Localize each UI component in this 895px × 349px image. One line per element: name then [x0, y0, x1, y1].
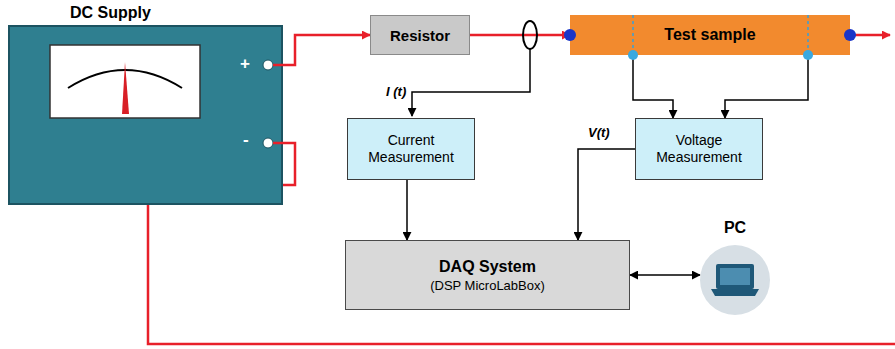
signal-arrow	[725, 55, 808, 118]
node-text: (DSP MicroLabBox)	[430, 278, 545, 293]
power-wire	[283, 35, 370, 65]
voltage-measurement-box: Voltage Measurement	[635, 118, 763, 180]
power-wire	[470, 34, 570, 37]
test-sample: Test sample	[570, 15, 850, 55]
node-text: Resistor	[390, 27, 450, 44]
node-heading: PC	[724, 219, 746, 237]
daq-box: DAQ System (DSP MicroLabBox)	[345, 240, 630, 310]
current-measurement-box: Current Measurement	[347, 118, 475, 180]
node-content	[10, 27, 281, 203]
node-heading: DC Supply	[70, 4, 151, 22]
node-content: Voltage Measurement	[636, 119, 762, 179]
signal-arrow	[630, 274, 700, 276]
node-content: Resistor	[371, 16, 469, 54]
terminal-sign: -	[243, 130, 249, 150]
node-text: Current Measurement	[348, 132, 474, 166]
node-content	[700, 245, 770, 315]
signal-name: V(t)	[586, 125, 612, 140]
current-probe	[523, 21, 537, 49]
node-text: Test sample	[664, 26, 755, 44]
probe-signal-line	[412, 49, 530, 116]
signal-arrow	[406, 180, 408, 240]
resistor-box: Resistor	[370, 15, 470, 55]
dc-supply: DC Supply	[8, 25, 283, 205]
node-content: Current Measurement	[348, 119, 474, 179]
signal-name: I (t)	[386, 84, 406, 99]
node-content: Test sample	[570, 15, 850, 55]
node-text: DAQ System	[439, 258, 536, 276]
node-text: Voltage Measurement	[636, 132, 762, 166]
terminal-sign: +	[240, 54, 250, 74]
node-content: DAQ System (DSP MicroLabBox)	[346, 241, 629, 309]
signal-arrow	[633, 55, 673, 118]
pc-node: PC	[700, 245, 770, 315]
signal-arrow	[578, 149, 635, 240]
return-wire	[850, 34, 890, 37]
